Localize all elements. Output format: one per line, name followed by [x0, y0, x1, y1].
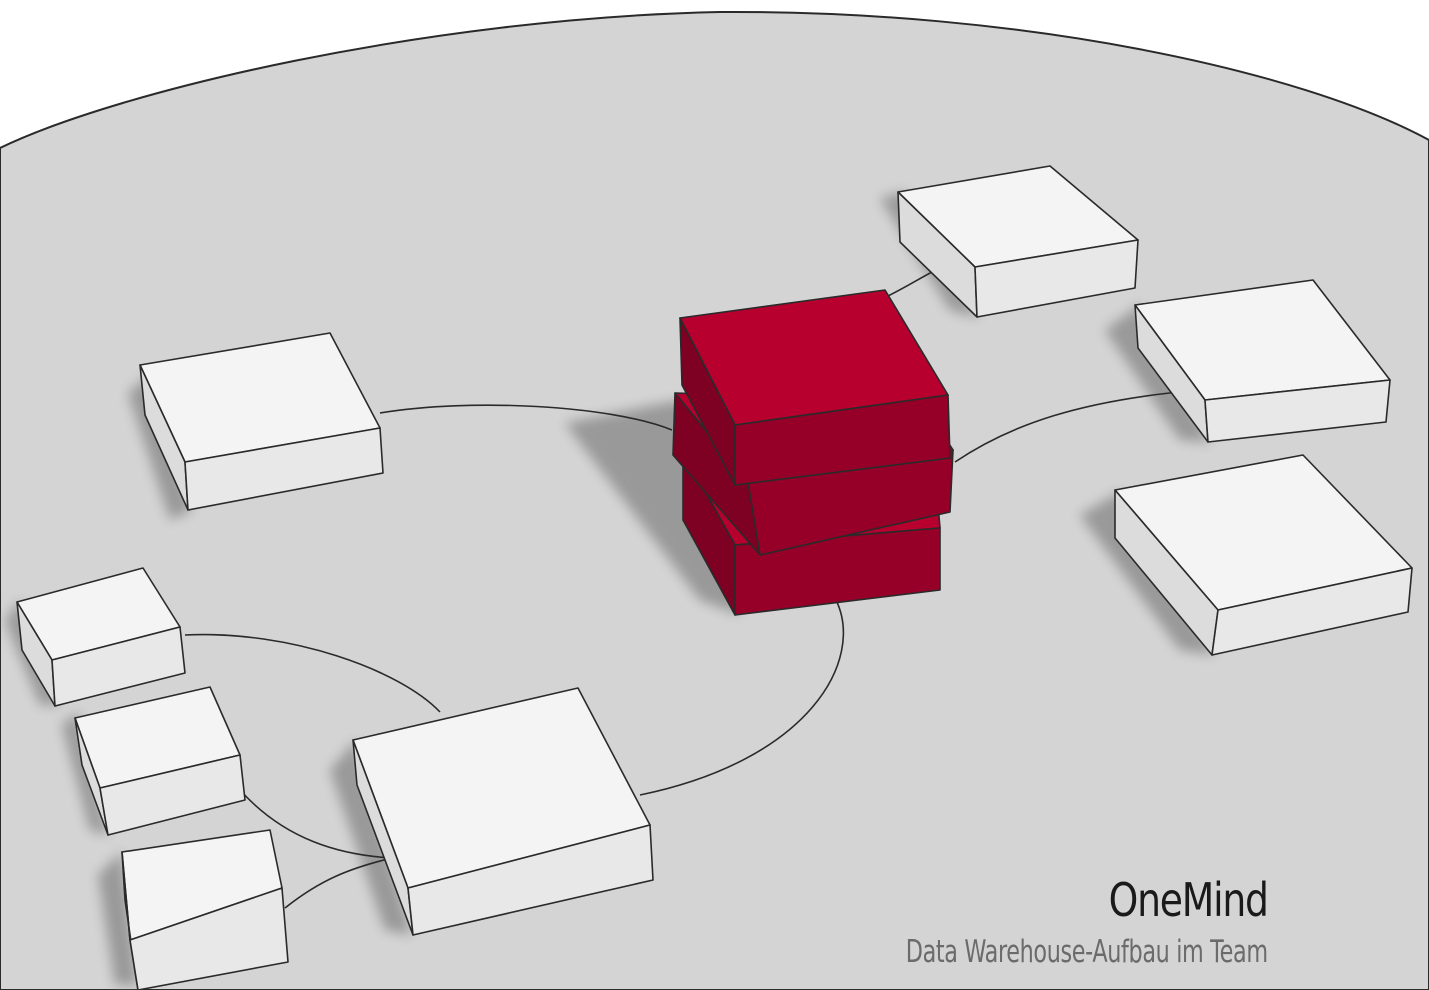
hub-stack — [672, 289, 954, 616]
brand-title: OneMind — [1108, 873, 1269, 927]
box-top-right — [897, 165, 1139, 318]
box-right-lower — [1114, 454, 1413, 656]
box-large-bottom — [352, 687, 654, 936]
box-right-upper — [1134, 279, 1391, 443]
white-boxes — [16, 165, 1413, 990]
brand-subtitle: Data Warehouse-Aufbau im Team — [906, 934, 1268, 970]
box-small-left-1 — [16, 567, 186, 707]
brand-block: OneMind Data Warehouse-Aufbau im Team — [765, 872, 1269, 972]
box-small-left-2 — [74, 686, 246, 836]
box-left-upper — [139, 332, 384, 511]
box-small-left-3 — [121, 829, 289, 990]
